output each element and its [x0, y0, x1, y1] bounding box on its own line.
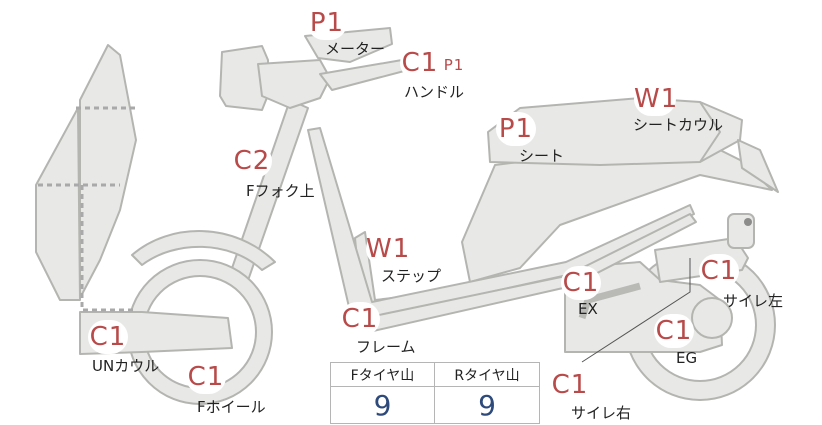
front-cowl [79, 44, 137, 299]
seat-cowl-label: シートカウル [633, 116, 724, 134]
ffork-upper-label: Fフォク上 [246, 182, 315, 200]
tire-tread-table: Fタイヤ山 Rタイヤ山 9 9 [330, 362, 540, 424]
un-cowl-grade: C1 [88, 320, 128, 354]
front-tire-value: 9 [331, 387, 435, 423]
f-wheel-label: Fホイール [197, 398, 266, 416]
seat-label: シート [519, 147, 565, 165]
silencer-right-grade: C1 [550, 368, 590, 402]
rear-tire-value: 9 [478, 388, 496, 422]
headlight [219, 45, 269, 111]
step-label: ステップ [381, 267, 442, 285]
engine-hub [691, 297, 733, 339]
f-wheel-grade: C1 [186, 360, 226, 394]
step-grade: W1 [366, 232, 411, 266]
silencer-left-label: サイレ左 [723, 292, 784, 310]
handle-label: ハンドル [404, 83, 465, 101]
silencer-right-label: サイレ右 [571, 404, 632, 422]
exhaust-pipe [578, 282, 641, 320]
meter-label: メーター [325, 40, 386, 58]
leader-line-silencer [581, 258, 691, 363]
un-cowl-label: UNカウル [92, 357, 160, 375]
ex-grade: C1 [561, 266, 601, 300]
tail-cowl-tip [737, 139, 779, 193]
ex-label: EX [578, 300, 598, 318]
rear-tire-header: Rタイヤ山 [435, 363, 539, 387]
handle-cover [257, 59, 331, 109]
eg-label: EG [676, 349, 698, 367]
seat-grade: P1 [496, 112, 536, 146]
frame-label: フレーム [356, 338, 416, 356]
front-fender [131, 230, 276, 271]
ffork-upper-grade: C2 [232, 144, 272, 178]
seat-cowl-grade: W1 [634, 82, 679, 116]
handlebar [319, 59, 409, 91]
cowl-seam [38, 106, 135, 312]
handle-grade: C1 [400, 46, 440, 80]
meter-grade: P1 [307, 6, 347, 40]
rear-bolt [744, 218, 752, 226]
eg-grade: C1 [654, 314, 694, 348]
front-cowl-body [35, 107, 81, 301]
silencer-left-grade: C1 [699, 254, 739, 288]
frame-grade: C1 [340, 302, 380, 336]
front-tire-header: Fタイヤ山 [331, 363, 435, 387]
handle-sub-grade: P1 [441, 54, 467, 76]
